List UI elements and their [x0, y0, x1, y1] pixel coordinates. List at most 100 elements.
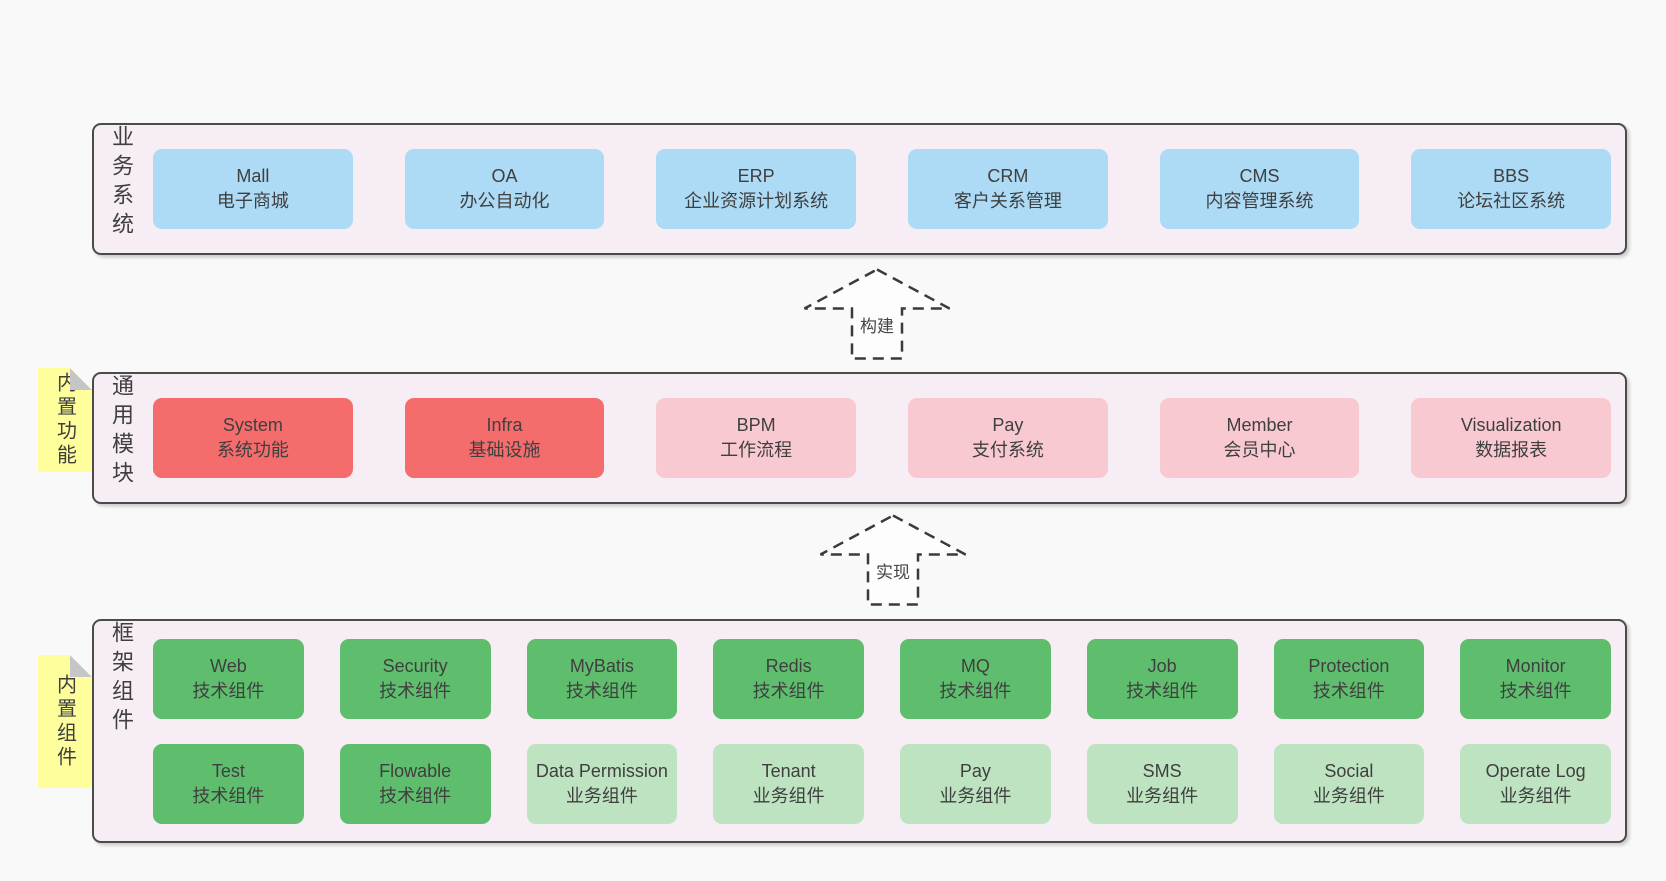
box-title: SMS	[1142, 760, 1182, 781]
box-subtitle: 办公自动化	[459, 191, 550, 211]
box-subtitle: 业务组件	[939, 785, 1012, 806]
box-title: Tenant	[761, 760, 816, 781]
box-pay-biz: Pay 业务组件	[900, 743, 1051, 824]
box-title: Redis	[765, 655, 812, 676]
box-title: System	[222, 415, 283, 435]
box-oa: OA 办公自动化	[404, 149, 605, 229]
box-social: Social 业务组件	[1273, 743, 1425, 824]
box-subtitle: 数据报表	[1475, 440, 1548, 460]
box-infra: Infra 基础设施	[404, 398, 605, 478]
box-title: BBS	[1493, 166, 1530, 186]
sticky-note-builtin-features: 内置功能	[38, 368, 92, 472]
box-title: Pay	[959, 760, 991, 781]
box-title: Job	[1147, 655, 1177, 676]
box-subtitle: 工作流程	[720, 440, 793, 460]
box-title: CRM	[987, 166, 1029, 186]
arrow-implement: 实现	[818, 513, 968, 607]
box-title: Member	[1226, 415, 1293, 435]
box-subtitle: 企业资源计划系统	[684, 191, 829, 211]
box-title: Test	[211, 760, 245, 781]
band-common-modules: 通用模块 System 系统功能 Infra 基础设施 BPM 工作流程 Pay…	[92, 372, 1627, 504]
box-subtitle: 技术组件	[1312, 680, 1385, 701]
box-title: Mall	[236, 166, 270, 186]
box-subtitle: 技术组件	[565, 680, 638, 701]
band-modules-rows: System 系统功能 Infra 基础设施 BPM 工作流程 Pay 支付系统…	[153, 374, 1612, 502]
band-framework-components: 框架组件 Web 技术组件 Security 技术组件 MyBatis 技术组件…	[92, 619, 1627, 843]
box-title: Web	[210, 655, 247, 676]
box-subtitle: 业务组件	[752, 785, 825, 806]
sticky-text: 内置组件	[53, 673, 76, 770]
band-components-row2: Test 技术组件 Flowable 技术组件 Data Permission …	[153, 743, 1611, 824]
box-subtitle: 电子商城	[216, 191, 289, 211]
sticky-fold-icon	[70, 655, 92, 677]
box-subtitle: 系统功能	[216, 440, 289, 460]
box-title: Pay	[992, 415, 1024, 435]
box-pay: Pay 支付系统	[908, 398, 1108, 478]
box-crm: CRM 客户关系管理	[908, 149, 1108, 229]
box-test: Test 技术组件	[153, 743, 304, 824]
box-redis: Redis 技术组件	[713, 638, 864, 719]
box-title: Data Permission	[535, 760, 668, 781]
box-title: Infra	[486, 415, 523, 435]
box-monitor: Monitor 技术组件	[1460, 638, 1611, 719]
box-bpm: BPM 工作流程	[656, 398, 857, 478]
box-operate-log: Operate Log 业务组件	[1460, 743, 1611, 824]
band-business-systems: 业务系统 Mall 电子商城 OA 办公自动化 ERP 企业资源计划系统 CRM…	[92, 123, 1627, 255]
box-title: Flowable	[379, 760, 452, 781]
box-subtitle: 论坛社区系统	[1457, 191, 1566, 211]
box-erp: ERP 企业资源计划系统	[656, 149, 857, 229]
box-subtitle: 技术组件	[1499, 680, 1572, 701]
box-subtitle: 业务组件	[1499, 785, 1572, 806]
box-protection: Protection 技术组件	[1273, 638, 1425, 719]
box-title: ERP	[737, 166, 775, 186]
box-web: Web 技术组件	[153, 638, 304, 719]
box-job: Job 技术组件	[1086, 638, 1238, 719]
band-business-row: Mall 电子商城 OA 办公自动化 ERP 企业资源计划系统 CRM 客户关系…	[153, 149, 1612, 229]
box-subtitle: 客户关系管理	[953, 191, 1062, 211]
arrow-implement-label: 实现	[872, 558, 914, 583]
box-subtitle: 业务组件	[1126, 785, 1199, 806]
box-subtitle: 技术组件	[379, 785, 452, 806]
band-components-row1: Web 技术组件 Security 技术组件 MyBatis 技术组件 Redi…	[153, 638, 1611, 719]
box-subtitle: 技术组件	[379, 680, 452, 701]
box-security: Security 技术组件	[339, 638, 491, 719]
arrow-build-label: 构建	[856, 312, 898, 337]
band-business-rows: Mall 电子商城 OA 办公自动化 ERP 企业资源计划系统 CRM 客户关系…	[153, 125, 1612, 253]
box-title: Protection	[1308, 655, 1390, 676]
box-flowable: Flowable 技术组件	[339, 743, 491, 824]
arrow-build: 构建	[802, 267, 952, 361]
box-system: System 系统功能	[153, 398, 353, 478]
box-subtitle: 技术组件	[752, 680, 825, 701]
box-bbs: BBS 论坛社区系统	[1411, 149, 1612, 229]
box-title: Monitor	[1505, 655, 1566, 676]
box-subtitle: 内容管理系统	[1205, 191, 1314, 211]
band-modules-row: System 系统功能 Infra 基础设施 BPM 工作流程 Pay 支付系统…	[153, 398, 1612, 478]
box-subtitle: 技术组件	[192, 785, 265, 806]
box-subtitle: 技术组件	[939, 680, 1012, 701]
box-visualization: Visualization 数据报表	[1411, 398, 1612, 478]
box-subtitle: 技术组件	[192, 680, 265, 701]
band-modules-label: 通用模块	[109, 374, 134, 490]
sticky-note-builtin-components: 内置组件	[38, 655, 92, 788]
box-data-permission: Data Permission 业务组件	[526, 743, 678, 824]
box-mybatis: MyBatis 技术组件	[526, 638, 678, 719]
box-title: MQ	[960, 655, 990, 676]
box-subtitle: 业务组件	[1312, 785, 1385, 806]
box-cms: CMS 内容管理系统	[1159, 149, 1360, 229]
box-title: BPM	[736, 415, 776, 435]
box-sms: SMS 业务组件	[1086, 743, 1238, 824]
box-title: CMS	[1239, 166, 1280, 186]
box-title: MyBatis	[569, 655, 634, 676]
box-title: Social	[1324, 760, 1374, 781]
sticky-fold-icon	[70, 368, 92, 390]
box-tenant: Tenant 业务组件	[713, 743, 864, 824]
box-subtitle: 会员中心	[1223, 440, 1296, 460]
band-components-label: 框架组件	[109, 621, 134, 737]
box-mq: MQ 技术组件	[900, 638, 1051, 719]
sticky-text: 内置功能	[53, 372, 76, 468]
box-title: Security	[382, 655, 448, 676]
box-mall: Mall 电子商城	[153, 149, 353, 229]
box-member: Member 会员中心	[1159, 398, 1360, 478]
box-title: OA	[491, 166, 518, 186]
